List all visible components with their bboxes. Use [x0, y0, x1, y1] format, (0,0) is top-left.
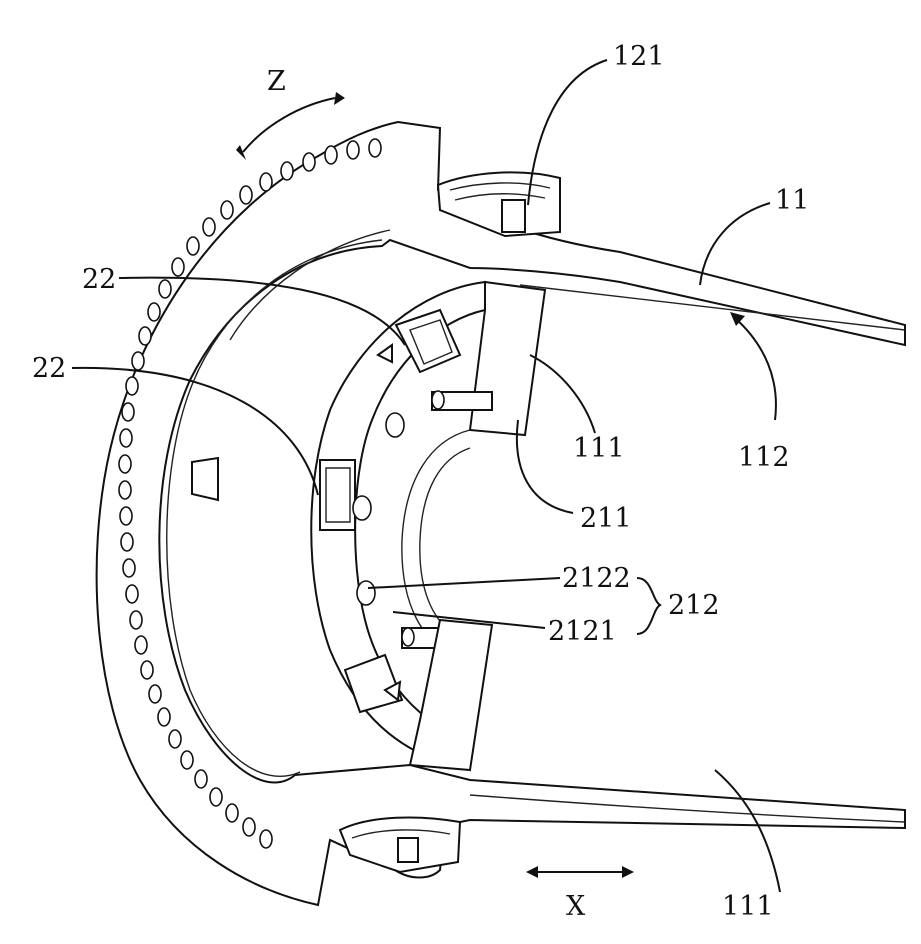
label-112: 112: [738, 442, 790, 473]
block-22-mid: [320, 460, 355, 530]
label-11: 11: [775, 185, 809, 216]
label-22-a: 22: [82, 264, 116, 295]
arrow-112-head: [730, 312, 745, 326]
label-211: 211: [580, 503, 632, 534]
label-22-b: 22: [32, 353, 66, 384]
label-111-b: 111: [722, 891, 774, 922]
label-2122: 2122: [562, 563, 631, 594]
flange-window: [192, 458, 218, 500]
label-121: 121: [613, 41, 665, 72]
label-111-a: 111: [573, 433, 625, 464]
label-x: X: [566, 891, 586, 922]
bottom-mount-detail: [340, 817, 460, 872]
label-2121: 2121: [548, 616, 617, 647]
label-z: Z: [267, 66, 286, 97]
x-axis-arrow: [526, 866, 634, 878]
label-212: 212: [668, 590, 720, 621]
